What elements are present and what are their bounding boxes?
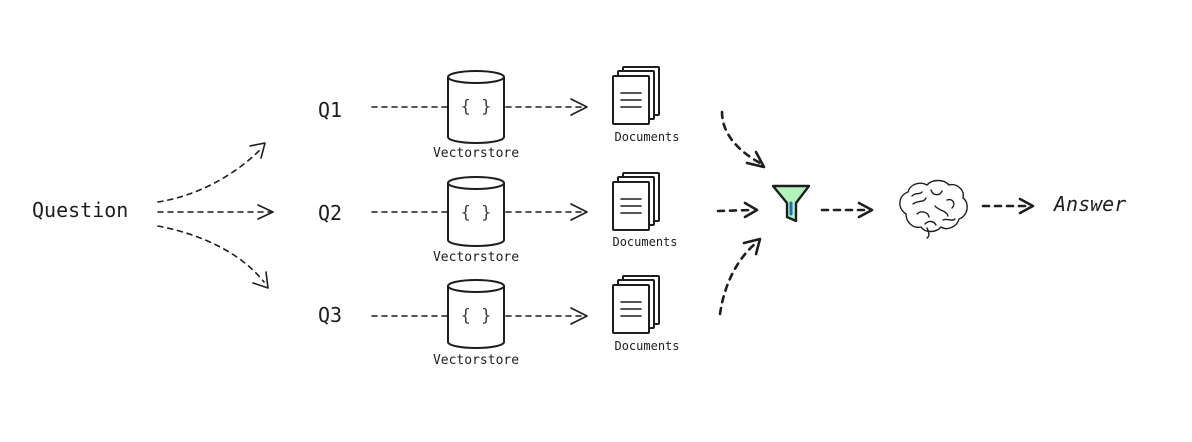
braces-icon: { } <box>461 203 492 223</box>
question-label: Question <box>32 198 128 222</box>
arrowhead-filter-bottom <box>742 237 762 256</box>
arrowhead-q2 <box>257 204 274 220</box>
answer-label: Answer <box>1052 192 1126 216</box>
documents-label-2: Documents <box>612 235 677 249</box>
arrow-docs1-to-filter <box>720 110 762 165</box>
arrowhead-q3 <box>252 271 269 289</box>
vectorstore-label-3: Vectorstore <box>433 353 519 368</box>
vectorstore-cylinder-2 <box>447 176 505 247</box>
query-label-q2: Q2 <box>318 201 342 225</box>
query-row-3: Q3 { } Vectorstore Documents <box>318 275 680 368</box>
arrow-question-to-q3 <box>157 225 265 283</box>
arrowhead-docs-2 <box>570 203 588 221</box>
vectorstore-label-2: Vectorstore <box>433 250 519 265</box>
vectorstore-cylinder-1 <box>447 70 505 144</box>
arrowhead-filter-top <box>745 150 766 169</box>
arrowhead-filter-mid <box>743 201 759 219</box>
documents-icon <box>612 275 660 334</box>
arrowhead-q1 <box>249 142 266 159</box>
arrowhead-docs-1 <box>570 98 588 116</box>
braces-icon: { } <box>461 306 492 326</box>
documents-label-3: Documents <box>614 339 679 353</box>
documents-icon <box>612 66 660 125</box>
arrow-question-to-q1 <box>157 147 263 203</box>
vectorstore-cylinder-3 <box>447 279 505 349</box>
merge-arrows <box>716 110 766 316</box>
filter-funnel-icon <box>771 184 811 223</box>
arrow-docs3-to-filter <box>718 241 758 316</box>
query-label-q3: Q3 <box>318 303 342 327</box>
fanout-arrows <box>157 142 274 289</box>
documents-icon <box>612 172 660 231</box>
braces-icon: { } <box>461 97 492 117</box>
arrowhead-answer <box>1018 197 1035 215</box>
arrowhead-brain <box>857 201 874 219</box>
vectorstore-label-1: Vectorstore <box>433 146 519 161</box>
query-row-1: Q1 { } Vectorstore Documents <box>318 66 680 161</box>
brain-icon <box>899 179 968 239</box>
query-label-q1: Q1 <box>318 98 342 122</box>
documents-label-1: Documents <box>614 130 679 144</box>
query-row-2: Q2 { } Vectorstore Documents <box>318 172 678 265</box>
arrowhead-docs-3 <box>570 307 588 325</box>
arrow-docs2-to-filter <box>716 208 754 213</box>
